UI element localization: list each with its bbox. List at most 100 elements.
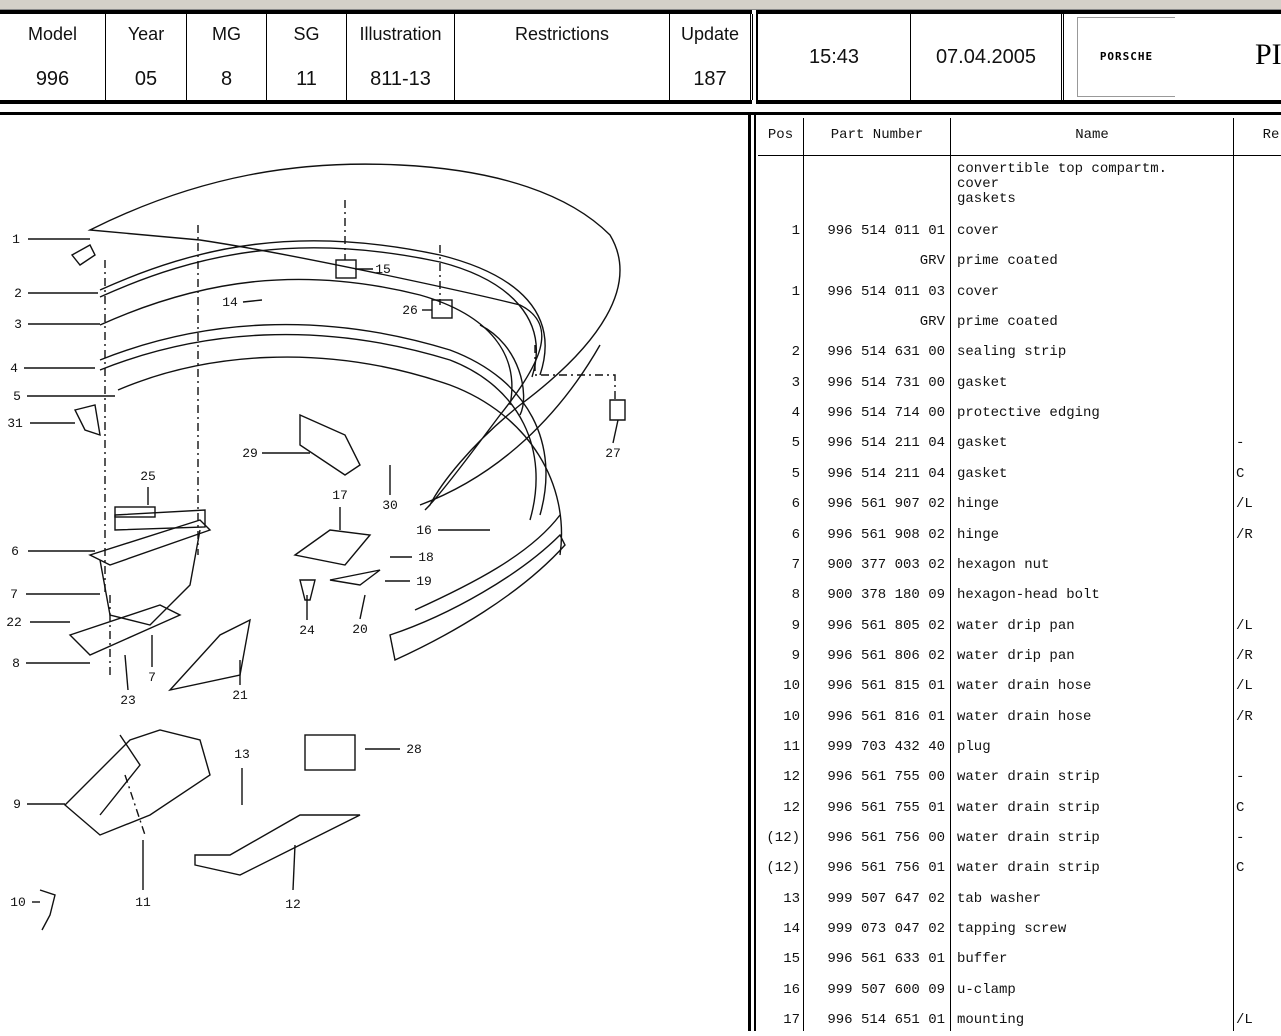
- callout-number[interactable]: 27: [605, 446, 621, 461]
- callout-number[interactable]: 18: [418, 550, 434, 565]
- callout-number[interactable]: 30: [382, 498, 398, 513]
- callout-number[interactable]: 21: [232, 688, 248, 703]
- callout-number[interactable]: 3: [14, 317, 22, 332]
- callout-number[interactable]: 2: [14, 286, 22, 301]
- cell-part: 996 561 755 01: [827, 799, 945, 816]
- callout-number[interactable]: 26: [402, 303, 418, 318]
- cell-pos: 6: [791, 496, 800, 513]
- callout-number[interactable]: 5: [13, 389, 21, 404]
- cell-pos: 13: [783, 890, 800, 907]
- callout-number[interactable]: 10: [10, 895, 26, 910]
- model-label: Model: [27, 24, 78, 44]
- cell-part: 996 561 805 02: [827, 617, 945, 634]
- cell-pos: 8: [791, 587, 800, 604]
- callout-number[interactable]: 4: [10, 361, 18, 376]
- callout-number[interactable]: 19: [416, 574, 432, 589]
- callout-number[interactable]: 24: [299, 623, 315, 638]
- callout-number[interactable]: 17: [332, 488, 348, 503]
- group-heading: convertible top compartm. cover gaskets: [957, 162, 1167, 207]
- callout-number[interactable]: 22: [6, 615, 22, 630]
- cell-re: C: [1236, 799, 1245, 816]
- callout-number[interactable]: 14: [222, 295, 238, 310]
- year-label: Year: [127, 24, 165, 44]
- cell-part: 996 514 011 03: [827, 283, 945, 300]
- callout-number[interactable]: 9: [13, 797, 21, 812]
- cell-part: 996 561 806 02: [827, 647, 945, 664]
- callout-number[interactable]: 8: [12, 656, 20, 671]
- cell-part: 996 561 815 01: [827, 678, 945, 695]
- cell-pos: (12): [766, 830, 800, 846]
- callout-number[interactable]: 6: [11, 544, 19, 559]
- group-heading-line: cover: [957, 176, 1000, 192]
- cell-name: prime coated: [957, 314, 1058, 331]
- cell-pos: 1: [791, 283, 800, 300]
- cell-pos: 4: [791, 405, 800, 422]
- cell-pos: 11: [783, 738, 800, 755]
- header-status-bar: 15:43 07.04.2005: [756, 10, 1281, 104]
- callout-number[interactable]: 31: [7, 416, 23, 431]
- cell-re: /L: [1236, 496, 1253, 513]
- cell-part: 996 514 011 01: [827, 223, 945, 239]
- callout-number[interactable]: 23: [120, 693, 136, 708]
- cell-part: 996 561 907 02: [827, 496, 945, 513]
- callout-number[interactable]: 29: [242, 446, 258, 461]
- porsche-logo: PORSCHE: [1077, 17, 1175, 97]
- callout-leader-line: [242, 299, 263, 303]
- column-header-remarks[interactable]: Re: [1262, 127, 1280, 143]
- callout-number[interactable]: 11: [135, 895, 151, 910]
- callout-number[interactable]: 25: [140, 469, 156, 484]
- callout-number[interactable]: 7: [148, 670, 156, 685]
- callout-number[interactable]: 20: [352, 622, 368, 637]
- callout-number[interactable]: 13: [234, 747, 250, 762]
- mg-value: 8: [220, 68, 233, 90]
- cell-name: u-clamp: [957, 981, 1016, 998]
- cell-name: hexagon nut: [957, 556, 1050, 573]
- truncated-title: PI: [1255, 38, 1281, 71]
- column-header-name[interactable]: Name: [1075, 127, 1109, 143]
- illustration-value: 811-13: [370, 68, 431, 90]
- cell-name: protective edging: [957, 405, 1100, 422]
- column-header-pos[interactable]: Pos: [767, 127, 794, 143]
- callout-number[interactable]: 7: [10, 587, 18, 602]
- cell-name: water drain strip: [957, 769, 1100, 786]
- cell-name: gasket: [957, 435, 1008, 452]
- callout-number[interactable]: 1: [12, 232, 20, 247]
- callout-number[interactable]: 28: [406, 742, 422, 757]
- callout-number[interactable]: 15: [375, 262, 391, 277]
- cell-name: water drip pan: [957, 647, 1075, 664]
- cell-name: tapping screw: [957, 921, 1067, 938]
- update-value: 187: [693, 68, 727, 90]
- callout-number[interactable]: 12: [285, 897, 301, 912]
- update-label: Update: [680, 24, 740, 44]
- column-header-part-number[interactable]: Part Number: [830, 127, 924, 143]
- callout-number[interactable]: 16: [416, 523, 432, 538]
